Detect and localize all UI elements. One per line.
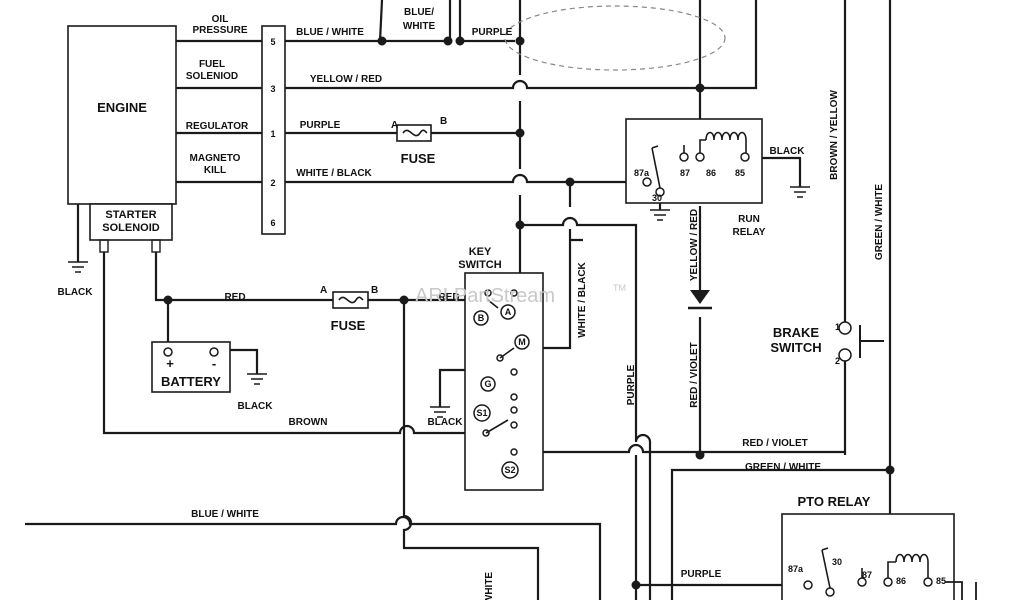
pto-relay: PTO RELAY 87a 30 87 86 85 <box>781 494 977 600</box>
pto-relay-85: 85 <box>936 576 946 586</box>
run-relay-87a: 87a <box>634 168 650 178</box>
engine-label: ENGINE <box>97 100 147 115</box>
wire-label-red-2: RED <box>438 292 459 303</box>
pto-relay-87a: 87a <box>788 564 804 574</box>
starter-label-2: SOLENOID <box>102 222 160 234</box>
ground-symbols <box>68 186 810 418</box>
starter-label-1: STARTER <box>105 209 156 221</box>
fuse-upper-b: B <box>440 116 447 127</box>
wire-label-red-violet-h: RED / VIOLET <box>742 438 808 449</box>
run-relay-30: 30 <box>652 193 662 203</box>
wire-label-black-battery: BLACK <box>238 401 274 412</box>
pto-relay-86: 86 <box>896 576 906 586</box>
wire-label-yellow-red-v: YELLOW / RED <box>689 209 700 281</box>
battery-plus: + <box>166 356 174 371</box>
magneto-kill-label-1: MAGNETO <box>190 153 241 164</box>
highlight-ellipse <box>504 5 726 71</box>
regulator-label: REGULATOR <box>186 121 249 132</box>
wire-label-red-violet-v: RED / VIOLET <box>689 342 700 408</box>
wire-label-blue-white-top-1: BLUE/ <box>404 7 434 18</box>
key-terminal-s2: S2 <box>504 465 515 475</box>
fuse-lower-b: B <box>371 285 378 296</box>
key-switch-label-1: KEY <box>469 246 492 258</box>
run-relay-85: 85 <box>735 168 745 178</box>
wire-label-blue-white-lower: BLUE / WHITE <box>191 509 259 520</box>
engine-block: ENGINE <box>67 25 177 205</box>
fuel-solenoid-label-2: SOLENIOD <box>186 71 238 82</box>
watermark: ARI PartStream TM <box>415 283 626 307</box>
fuse-upper-label: FUSE <box>401 151 436 166</box>
fuse-lower-label: FUSE <box>331 318 366 333</box>
pto-relay-label: PTO RELAY <box>798 494 871 509</box>
run-relay-label-2: RELAY <box>733 227 766 238</box>
run-relay-label-1: RUN <box>738 214 760 225</box>
battery-minus: - <box>212 356 216 371</box>
brake-pin-2: 2 <box>835 356 840 366</box>
fuse-upper: A B FUSE <box>391 116 447 166</box>
wire-label-black-starter: BLACK <box>58 287 94 298</box>
wire-label-brown: BROWN <box>289 417 328 428</box>
run-relay-87: 87 <box>680 168 690 178</box>
key-terminal-g: G <box>484 379 491 389</box>
wire-label-yellow-red: YELLOW / RED <box>310 74 382 85</box>
engine-terminal-labels: OIL PRESSURE FUEL SOLENIOD REGULATOR MAG… <box>186 14 249 176</box>
brake-switch-label-2: SWITCH <box>770 340 821 355</box>
pin-3: 3 <box>270 84 275 94</box>
junction-dots <box>163 36 895 590</box>
fuse-lower: A B FUSE <box>320 285 378 333</box>
pto-relay-87: 87 <box>862 570 872 580</box>
wire-label-blue-white: BLUE / WHITE <box>296 27 364 38</box>
key-terminal-b: B <box>478 313 485 323</box>
wire-label-white-black-v: WHITE / BLACK <box>577 261 588 337</box>
fuel-solenoid-label-1: FUEL <box>199 59 225 70</box>
magneto-kill-label-2: KILL <box>204 165 226 176</box>
brake-switch-label-1: BRAKE <box>773 325 820 340</box>
wire-label-green-white-v: GREEN / WHITE <box>874 184 885 260</box>
terminal-block: 5 3 1 2 6 <box>261 25 286 235</box>
wire-labels: BLUE / WHITE BLUE/ WHITE PURPLE YELLOW /… <box>58 7 886 600</box>
pin-2: 2 <box>270 178 275 188</box>
wire-label-purple-regulator: PURPLE <box>300 120 341 131</box>
key-terminal-m: M <box>518 337 526 347</box>
fuse-upper-a: A <box>391 120 398 131</box>
wire-label-purple-pto: PURPLE <box>681 569 722 580</box>
starter-solenoid: STARTER SOLENOID <box>89 203 173 253</box>
wire-label-red-1: RED <box>224 292 245 303</box>
key-terminal-s1: S1 <box>476 408 487 418</box>
wire-label-purple-top: PURPLE <box>472 27 513 38</box>
key-switch-label-2: SWITCH <box>458 259 501 271</box>
battery-label: BATTERY <box>161 374 221 389</box>
diode <box>688 290 712 310</box>
wire-label-blue-white-top-2: WHITE <box>403 21 436 32</box>
fuse-lower-a: A <box>320 285 327 296</box>
pto-relay-30: 30 <box>832 557 842 567</box>
brake-switch: 1 2 BRAKE SWITCH <box>770 321 884 366</box>
wire-label-white-v: WHITE <box>484 572 495 600</box>
wire-label-white-black: WHITE / BLACK <box>296 168 372 179</box>
watermark-text: ARI PartStream <box>415 285 555 307</box>
watermark-tm: TM <box>613 283 626 293</box>
wire-label-purple-v: PURPLE <box>626 364 637 405</box>
key-switch: KEY SWITCH B A M G S1 S2 <box>458 246 544 491</box>
pin-5: 5 <box>270 37 275 47</box>
wire-label-black-key: BLACK <box>428 417 464 428</box>
oil-pressure-label-1: OIL <box>212 14 229 25</box>
run-relay: 87a 30 87 86 85 RUN RELAY <box>625 118 766 238</box>
key-terminal-a: A <box>505 307 512 317</box>
wire-label-green-white-h: GREEN / WHITE <box>745 462 821 473</box>
wire-label-black-relay: BLACK <box>770 146 806 157</box>
brake-pin-1: 1 <box>835 322 840 332</box>
oil-pressure-label-2: PRESSURE <box>192 25 247 36</box>
wire-label-brown-yellow-v: BROWN / YELLOW <box>829 90 840 180</box>
pin-6: 6 <box>270 218 275 228</box>
pin-1: 1 <box>270 129 275 139</box>
run-relay-86: 86 <box>706 168 716 178</box>
battery: + - BATTERY <box>151 341 231 393</box>
